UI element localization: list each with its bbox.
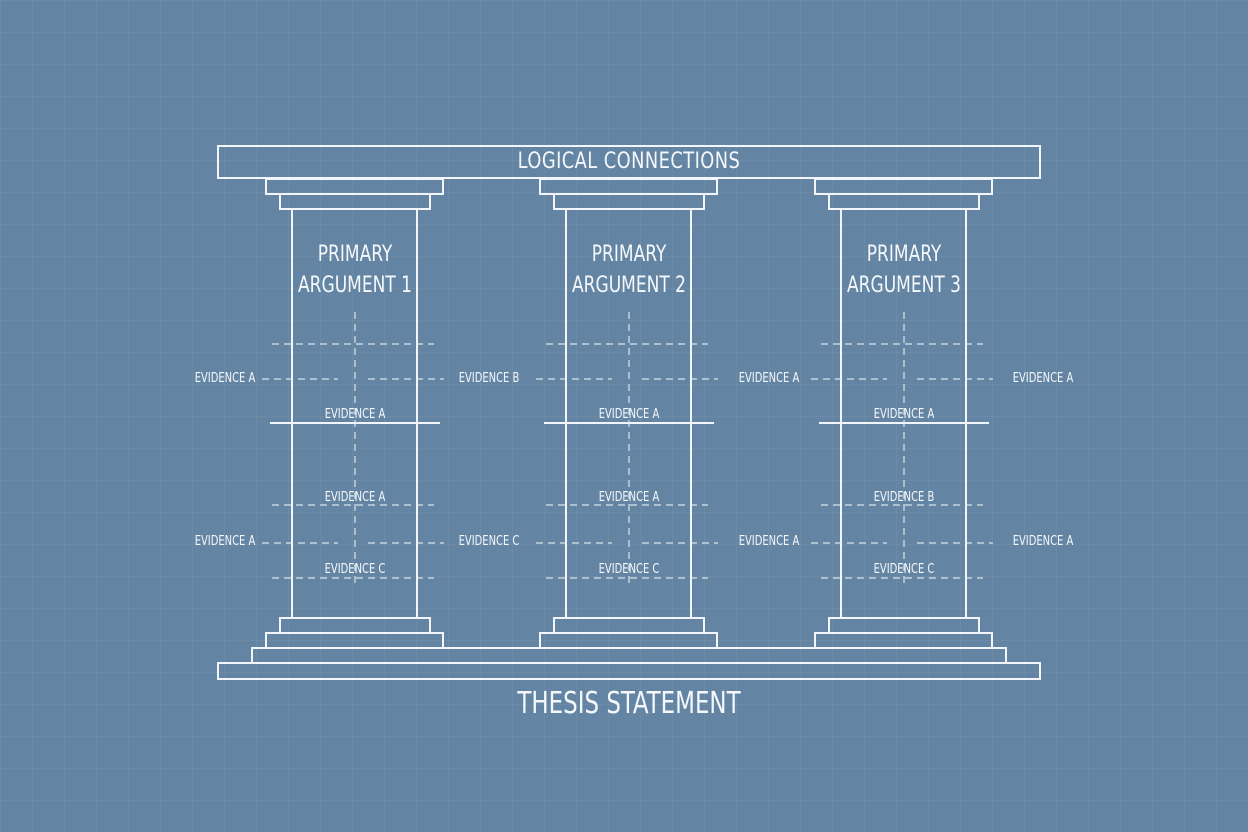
pillar-1-inner-evidence: EVIDENCE C (324, 562, 386, 577)
pillar-3-title: PRIMARY ARGUMENT 3 (844, 239, 964, 301)
pillar-2-title-line2: ARGUMENT 2 (572, 273, 686, 298)
pillar-3-right-evidence: EVIDENCE A (1012, 371, 1074, 386)
pillar-3-inner-evidence: EVIDENCE B (873, 490, 935, 505)
pillar-3-inner-evidence: EVIDENCE C (873, 562, 935, 577)
base-step-upper (251, 647, 1007, 664)
pillar-2-shape (536, 178, 718, 649)
lintel-label: LOGICAL CONNECTIONS (517, 149, 741, 174)
pillar-1-title: PRIMARY ARGUMENT 1 (295, 239, 415, 301)
pillar-1-title-line1: PRIMARY (317, 242, 393, 267)
pillar-3-title-line2: ARGUMENT 3 (847, 273, 961, 298)
pillar-1-left-evidence: EVIDENCE A (194, 371, 256, 386)
pillar-2-inner-evidence: EVIDENCE A (598, 407, 660, 422)
pillar-1-right-evidence: EVIDENCE B (458, 371, 520, 386)
pillar-1-inner-evidence: EVIDENCE A (324, 490, 386, 505)
thesis-statement-label: THESIS STATEMENT (517, 686, 741, 721)
pillar-2-right-evidence: EVIDENCE A (738, 534, 800, 549)
pillar-2-inner-evidence: EVIDENCE C (598, 562, 660, 577)
pillar-3-right-evidence: EVIDENCE A (1012, 534, 1074, 549)
pillar-2-inner-evidence: EVIDENCE A (598, 490, 660, 505)
pillar-1-title-line2: ARGUMENT 1 (298, 273, 412, 298)
pillar-1-shape (262, 178, 444, 649)
pillar-1-left-evidence: EVIDENCE A (194, 534, 256, 549)
pillar-3-inner-evidence: EVIDENCE A (873, 407, 935, 422)
pillar-1-inner-evidence: EVIDENCE A (324, 407, 386, 422)
pillar-2-title-line1: PRIMARY (591, 242, 667, 267)
pillar-2-title: PRIMARY ARGUMENT 2 (569, 239, 689, 301)
pillar-2-right-evidence: EVIDENCE A (738, 371, 800, 386)
pillar-1-right-evidence: EVIDENCE C (458, 534, 520, 549)
pillar-3-title-line1: PRIMARY (866, 242, 942, 267)
base-step-lower (217, 662, 1041, 680)
